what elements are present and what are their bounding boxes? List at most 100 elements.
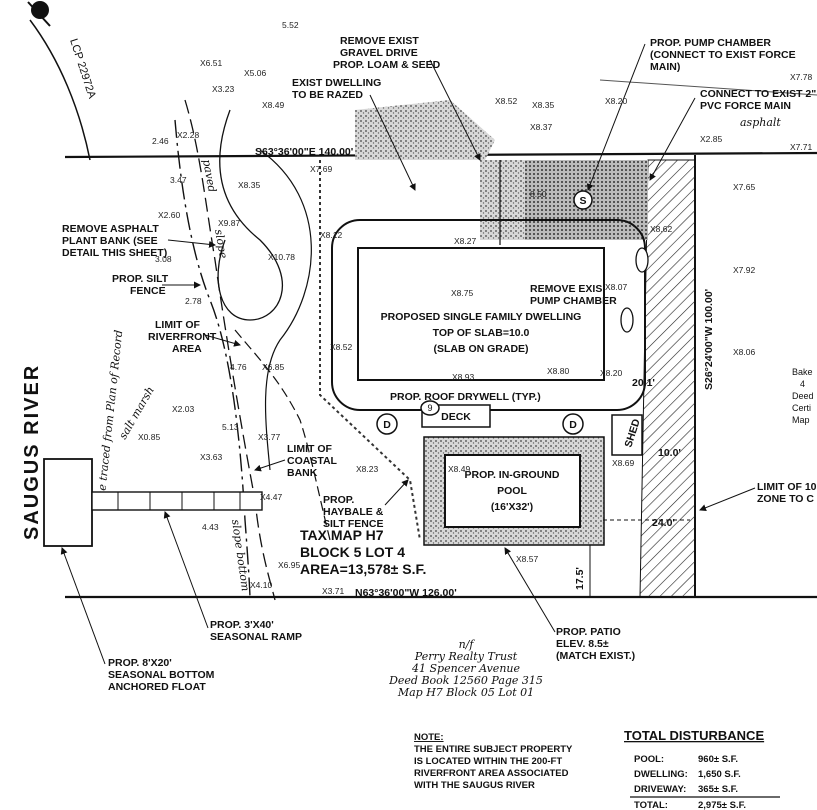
- svg-text:S: S: [579, 195, 586, 207]
- svg-text:X2.28: X2.28: [177, 130, 199, 140]
- svg-text:BANK: BANK: [287, 467, 318, 479]
- asphalt-note: asphalt: [740, 116, 781, 129]
- svg-text:9: 9: [427, 403, 432, 413]
- svg-text:X10.78: X10.78: [268, 252, 295, 262]
- svg-text:X8.23: X8.23: [356, 464, 378, 474]
- svg-text:MAIN): MAIN): [650, 61, 680, 73]
- top-bank-line: [29, 19, 91, 161]
- slope-bottom-note: slope bottom: [229, 519, 252, 593]
- svg-text:Deed Book 12560 Page 315: Deed Book 12560 Page 315: [388, 674, 543, 687]
- svg-text:X8.20: X8.20: [600, 368, 622, 378]
- svg-text:X8.52: X8.52: [495, 96, 517, 106]
- svg-text:REMOVE EXIST: REMOVE EXIST: [340, 35, 419, 47]
- svg-text:DETAIL THIS SHEET): DETAIL THIS SHEET): [62, 247, 167, 259]
- deck-label: DECK: [441, 411, 471, 423]
- svg-text:GRAVEL DRIVE: GRAVEL DRIVE: [340, 47, 418, 59]
- dwelling-title: PROPOSED SINGLE FAMILY DWELLING: [381, 311, 582, 323]
- callout-force-main: CONNECT TO EXIST 2" PVC FORCE MAIN: [649, 88, 816, 181]
- svg-text:X8.49: X8.49: [448, 464, 470, 474]
- svg-text:X8.69: X8.69: [612, 458, 634, 468]
- svg-text:X2.03: X2.03: [172, 404, 194, 414]
- svg-text:4.76: 4.76: [230, 362, 247, 372]
- manhole-2: [620, 307, 634, 333]
- svg-text:X8.57: X8.57: [516, 554, 538, 564]
- svg-text:X4.10: X4.10: [250, 580, 272, 590]
- road-edge: [599, 79, 817, 96]
- haybale-silt-fence: [319, 160, 421, 541]
- svg-text:X0.85: X0.85: [138, 432, 160, 442]
- svg-text:(CONNECT TO EXIST FORCE: (CONNECT TO EXIST FORCE: [650, 49, 796, 61]
- svg-text:LIMIT OF: LIMIT OF: [287, 443, 332, 455]
- svg-text:PVC FORCE MAIN: PVC FORCE MAIN: [700, 100, 791, 112]
- svg-text:X8.07: X8.07: [605, 282, 627, 292]
- riverfront-limit: [234, 329, 331, 541]
- svg-text:SILT FENCE: SILT FENCE: [323, 518, 383, 530]
- svg-text:PROP. PATIO: PROP. PATIO: [556, 626, 621, 638]
- svg-text:Map H7 Block 05 Lot 01: Map H7 Block 05 Lot 01: [397, 686, 534, 699]
- svg-text:PUMP CHAMBER: PUMP CHAMBER: [530, 295, 617, 307]
- svg-text:IS LOCATED WITHIN THE 200-FT: IS LOCATED WITHIN THE 200-FT: [414, 756, 562, 767]
- drywell-left: D: [376, 413, 398, 435]
- svg-text:COASTAL: COASTAL: [287, 455, 338, 467]
- callout-haybale: PROP. HAYBALE & SILT FENCE: [323, 479, 409, 530]
- svg-text:4: 4: [800, 379, 805, 389]
- svg-text:X6.95: X6.95: [278, 560, 300, 570]
- svg-text:HAYBALE &: HAYBALE &: [323, 506, 384, 518]
- shed: [611, 414, 643, 456]
- svg-text:X8.06: X8.06: [733, 347, 755, 357]
- svg-text:X8.62: X8.62: [650, 224, 672, 234]
- svg-text:LIMIT OF: LIMIT OF: [155, 319, 200, 331]
- svg-text:n/f: n/f: [459, 638, 476, 651]
- svg-text:X8.12: X8.12: [320, 230, 342, 240]
- svg-text:41 Spencer Avenue: 41 Spencer Avenue: [411, 662, 520, 675]
- dwelling-labels: PROPOSED SINGLE FAMILY DWELLING TOP OF S…: [381, 311, 582, 355]
- svg-text:X8.80: X8.80: [547, 366, 569, 376]
- svg-text:X8.52: X8.52: [330, 342, 352, 352]
- svg-text:LIMIT OF 10: LIMIT OF 10: [757, 481, 817, 493]
- svg-text:RIVERFRONT AREA ASSOCIATED: RIVERFRONT AREA ASSOCIATED: [414, 768, 569, 779]
- svg-text:CONNECT TO EXIST 2": CONNECT TO EXIST 2": [700, 88, 816, 100]
- river-bank-line: [184, 99, 276, 601]
- svg-text:X8.35: X8.35: [532, 100, 554, 110]
- callout-float: PROP. 8'X20' SEASONAL BOTTOM ANCHORED FL…: [60, 547, 215, 693]
- spot-elevations: 5.52 X6.51 X5.06 X3.23 X8.49 2.46 X2.28 …: [138, 20, 812, 596]
- svg-text:2,975± S.F.: 2,975± S.F.: [698, 800, 746, 810]
- svg-text:PROP.: PROP.: [323, 494, 354, 506]
- sequence-marker: 9: [420, 400, 440, 416]
- svg-text:SEASONAL RAMP: SEASONAL RAMP: [210, 631, 302, 643]
- svg-text:TOTAL:: TOTAL:: [634, 800, 668, 810]
- svg-text:PROP. 3'X40': PROP. 3'X40': [210, 619, 274, 631]
- gravel-drive-south: [480, 160, 525, 240]
- svg-text:X8.49: X8.49: [262, 100, 284, 110]
- svg-text:X7.65: X7.65: [733, 182, 755, 192]
- disturbance-table: TOTAL DISTURBANCE POOL: 960± S.F. DWELLI…: [624, 728, 780, 810]
- svg-text:PLANT BANK (SEE: PLANT BANK (SEE: [62, 235, 158, 247]
- svg-text:2.46: 2.46: [152, 136, 169, 146]
- asphalt-plant-bank: [217, 109, 284, 321]
- svg-text:2.78: 2.78: [185, 296, 202, 306]
- svg-text:Perry Realty Trust: Perry Realty Trust: [414, 650, 518, 663]
- svg-text:3.47: 3.47: [170, 175, 187, 185]
- pump-chamber-icon: S: [573, 190, 593, 210]
- svg-text:X8.27: X8.27: [454, 236, 476, 246]
- drywell-right: D: [562, 413, 584, 435]
- seasonal-ramp: [91, 491, 263, 511]
- svg-text:DWELLING:: DWELLING:: [634, 769, 688, 780]
- drywell-callout: PROP. ROOF DRYWELL (TYP.): [390, 391, 541, 403]
- pool: [444, 454, 581, 528]
- svg-text:8.50: 8.50: [530, 189, 547, 199]
- svg-text:WITH THE SAUGUS RIVER: WITH THE SAUGUS RIVER: [414, 780, 535, 791]
- callout-remove-asphalt: REMOVE ASPHALT PLANT BANK (SEE DETAIL TH…: [62, 223, 216, 259]
- svg-text:Map: Map: [792, 415, 810, 425]
- svg-text:X3.63: X3.63: [200, 452, 222, 462]
- svg-text:Certi: Certi: [792, 403, 811, 413]
- callout-remove-pump: REMOVE EXIS PUMP CHAMBER: [530, 283, 617, 307]
- svg-text:X8.35: X8.35: [238, 180, 260, 190]
- svg-text:X4.47: X4.47: [260, 492, 282, 502]
- right-edge-text: Bake 4 Deed Certi Map: [792, 367, 814, 425]
- svg-text:X7.78: X7.78: [790, 72, 812, 82]
- svg-text:X2.85: X2.85: [700, 134, 722, 144]
- callout-riverfront: LIMIT OF RIVERFRONT AREA: [148, 319, 241, 355]
- svg-text:X8.37: X8.37: [530, 122, 552, 132]
